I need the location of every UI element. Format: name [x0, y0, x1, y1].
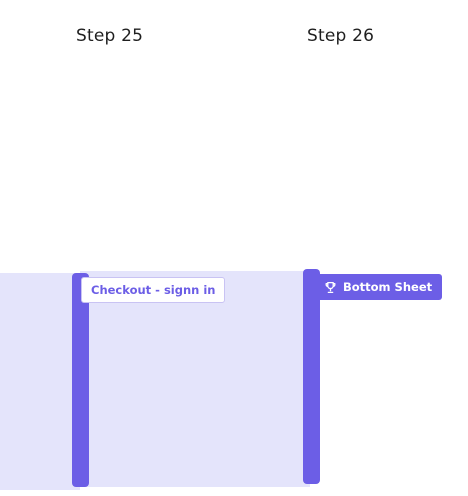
step-25-panel: [80, 271, 310, 487]
step-26-tag-label: Bottom Sheet: [343, 280, 433, 294]
step-25-tag[interactable]: Checkout - signn in: [81, 277, 226, 303]
step-26-tag[interactable]: Bottom Sheet: [316, 274, 443, 300]
step-25-marker-bar: [72, 273, 89, 487]
step-26-marker-bar: [303, 269, 320, 484]
step-25-title: Step 25: [76, 26, 144, 46]
step-26-title: Step 26: [307, 26, 375, 46]
previous-step-panel: [0, 273, 80, 490]
trophy-icon: [325, 281, 336, 293]
